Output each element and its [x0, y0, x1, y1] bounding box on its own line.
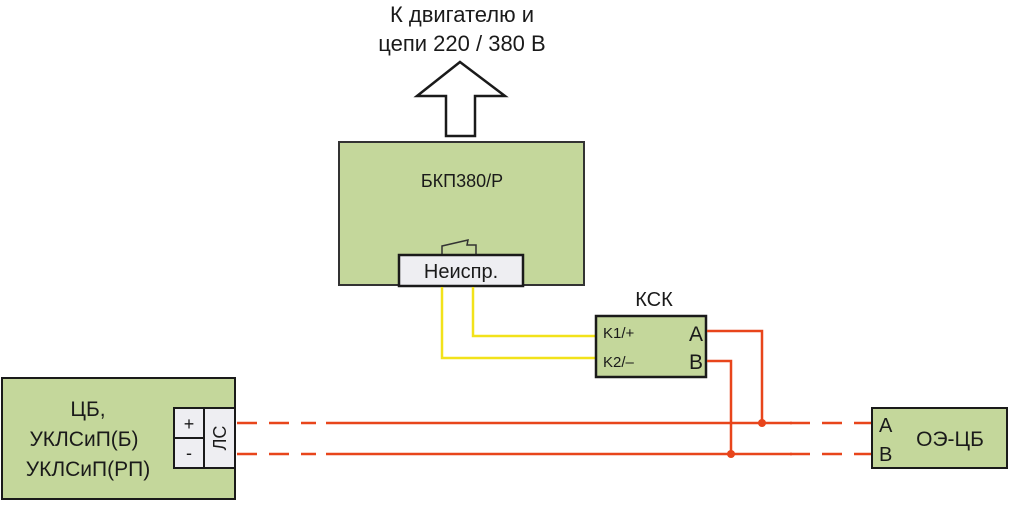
junction-dot-a [758, 419, 766, 427]
fault-relay-label: Неиспр. [424, 261, 498, 283]
ksk-terminal-b: B [689, 351, 703, 374]
cb-line-block [203, 407, 236, 469]
fault-relay [397, 253, 525, 288]
cb-terminal-minus [173, 437, 205, 469]
junction-dot-b [727, 450, 735, 458]
ksk-terminal-k1: K1/+ [603, 325, 635, 342]
up-arrow-icon [413, 60, 509, 138]
yellow-wire-k1 [471, 287, 596, 338]
yellow-wire-k2 [440, 287, 596, 360]
cb-label-line-2: УКЛСиП(Б) [29, 428, 138, 451]
title-line-2: цепи 220 / 380 В [378, 31, 545, 56]
oe-terminal-a: A [879, 415, 893, 437]
cb-label-line-1: ЦБ, [70, 398, 105, 421]
relay-contact-icon [441, 239, 477, 256]
ksk-block [594, 314, 708, 379]
title-line-1: К двигателю и [390, 2, 534, 27]
cb-label-line-3: УКЛСиП(РП) [26, 458, 150, 481]
oe-terminal-b: B [879, 444, 892, 466]
cb-terminal-minus-label: - [186, 443, 192, 463]
cb-line-label: ЛС [210, 426, 230, 451]
oe-label: ОЭ-ЦБ [916, 428, 984, 451]
ksk-terminal-k2: K2/– [603, 354, 635, 371]
oe-block [871, 407, 1008, 469]
ksk-title: КСК [635, 289, 673, 311]
cb-terminal-plus-label: + [184, 414, 195, 434]
bkp-label: БКП380/Р [421, 171, 503, 191]
red-wire-b [707, 359, 733, 454]
red-wire-a [707, 329, 764, 423]
ksk-terminal-a: A [689, 323, 703, 346]
